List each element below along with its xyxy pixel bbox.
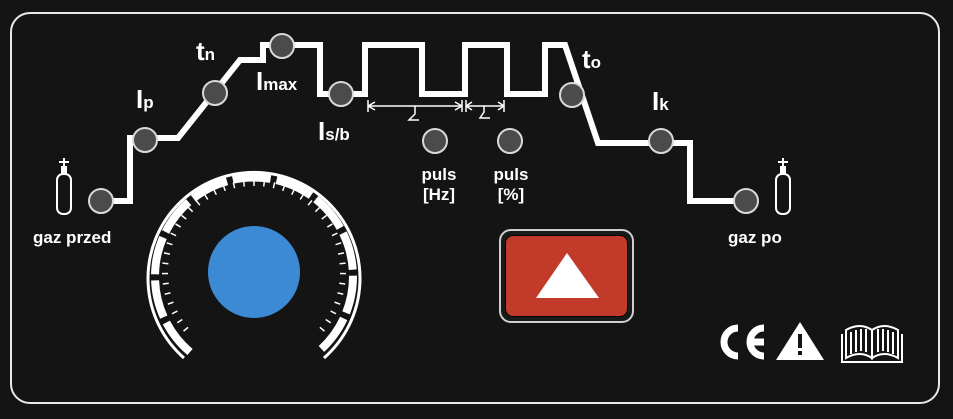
label-puls-percent-line2: [%]: [497, 185, 525, 204]
knob-scale-tick: [299, 194, 305, 200]
label-tn: tn: [196, 36, 216, 66]
knob-scale-tick: [314, 206, 321, 213]
label-puls-hz-line2: [Hz]: [422, 185, 456, 204]
gas-cylinder-icon: [56, 158, 72, 215]
gas-post-flow-led[interactable]: [733, 188, 759, 214]
knob-scale-tick: [319, 326, 325, 332]
fall-time-led[interactable]: [559, 82, 585, 108]
certification-icons: [720, 322, 903, 363]
knob-scale-tick: [262, 180, 266, 187]
knob-scale-tick: [203, 194, 209, 200]
knob-scale-tick: [242, 180, 246, 187]
rise-time-led[interactable]: [202, 80, 228, 106]
knob-scale-tick: [232, 182, 236, 189]
gas-pre-flow-led[interactable]: [88, 188, 114, 214]
knob-scale-tick: [181, 214, 187, 220]
knob-scale-tick: [163, 252, 171, 255]
knob-scale-tick: [272, 182, 276, 189]
knob-scale-tick: [307, 200, 313, 206]
knob-scale-tick: [183, 326, 189, 332]
label-ik: Ik: [652, 86, 669, 116]
knob-scale-tick: [326, 223, 333, 228]
knob-scale-tick: [335, 242, 342, 246]
panel-frame: [10, 12, 940, 404]
knob-scale-tick: [282, 185, 286, 192]
label-gaz-po: gaz po: [728, 228, 782, 247]
knob-scale-tick: [171, 310, 178, 315]
label-gaz-przed: gaz przed: [33, 228, 112, 247]
end-current-led[interactable]: [648, 128, 674, 154]
label-puls-hz-line1: puls: [421, 165, 457, 184]
knob-scale-tick: [321, 214, 327, 220]
pulse-dimension-lines: [367, 100, 505, 121]
knob-scale-tick: [162, 282, 169, 285]
label-imax: Imax: [256, 66, 298, 96]
max-current-led[interactable]: [269, 33, 295, 59]
knob-scale-tick: [339, 282, 346, 285]
knob-scale-tick: [167, 301, 174, 305]
knob-scale-tick: [175, 223, 182, 228]
knob-scale-tick: [187, 206, 194, 213]
initial-current-led[interactable]: [132, 127, 158, 153]
knob-scale: [146, 170, 362, 360]
base-current-led[interactable]: [328, 81, 354, 107]
knob-scale-tick: [339, 262, 346, 265]
knob-scale-tick: [212, 188, 217, 196]
label-puls-hz: puls [Hz]: [414, 165, 464, 205]
label-ip: Ip: [136, 84, 154, 114]
pulse-duty-led[interactable]: [497, 128, 523, 154]
manual-book-icon: [841, 325, 903, 363]
label-isb: Is/b: [318, 116, 350, 146]
knob-scale-tick: [166, 242, 173, 246]
label-to: to: [582, 44, 602, 74]
knob-scale-tick: [331, 232, 338, 237]
knob-scale-tick: [195, 200, 201, 206]
triangle-up-icon: [536, 253, 599, 298]
warning-icon: [776, 322, 824, 360]
knob-scale-tick: [222, 185, 226, 192]
knob-scale-ticks: [162, 180, 346, 332]
select-button[interactable]: [505, 235, 628, 317]
knob-scale-tick: [337, 292, 344, 295]
knob-scale-tick: [164, 292, 171, 295]
knob-scale-tick: [325, 318, 332, 324]
label-puls-percent: puls [%]: [486, 165, 536, 205]
gas-cylinder-icon: [775, 158, 791, 215]
ce-mark-icon: [720, 324, 765, 360]
knob-scale-tick: [162, 262, 169, 265]
knob-scale-tick: [176, 318, 183, 324]
knob-scale-tick: [330, 310, 337, 315]
current-adjust-knob[interactable]: [208, 226, 300, 318]
knob-scale-tick: [170, 232, 177, 237]
knob-scale-tick: [291, 188, 296, 196]
pulse-frequency-led[interactable]: [422, 128, 448, 154]
knob-scale-tick: [337, 252, 345, 255]
label-puls-percent-line1: puls: [493, 165, 529, 184]
knob-scale-tick: [334, 301, 341, 305]
